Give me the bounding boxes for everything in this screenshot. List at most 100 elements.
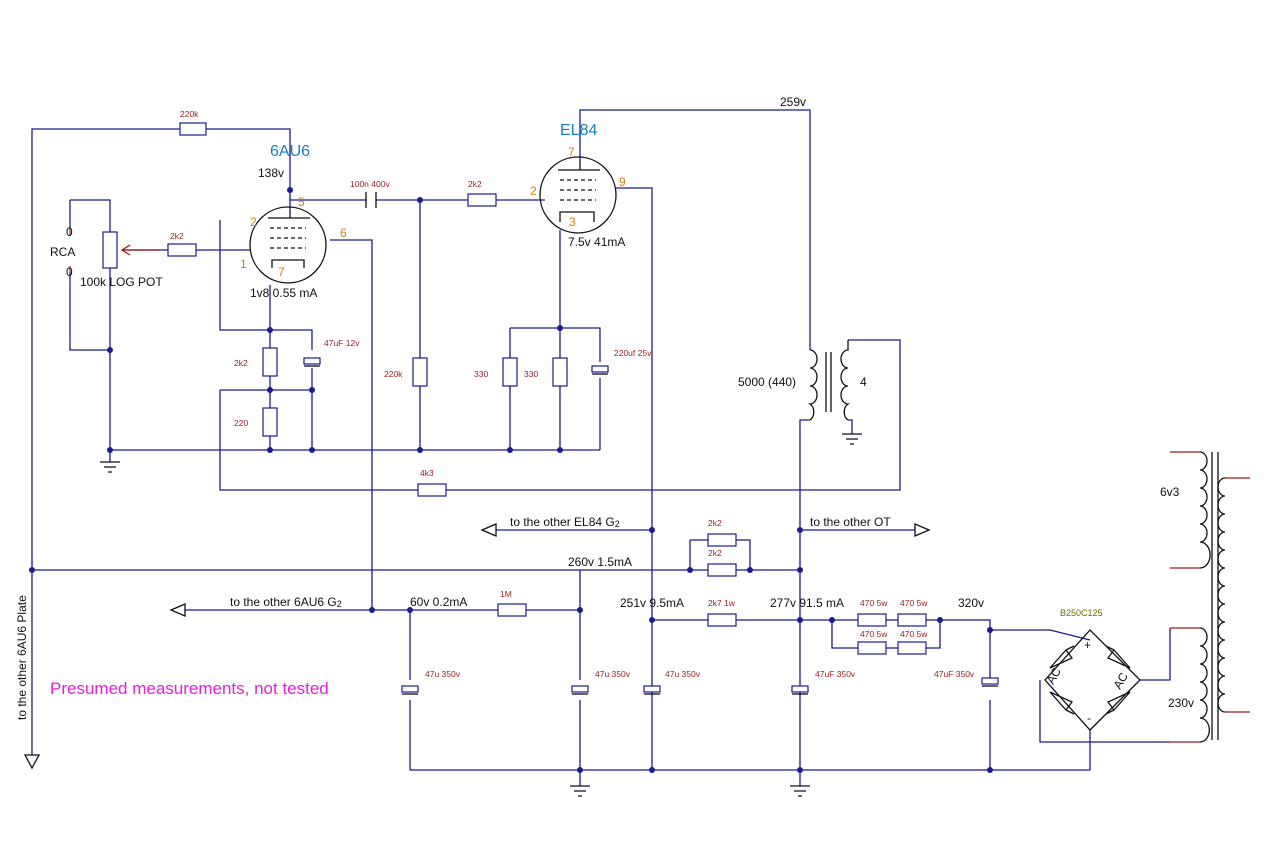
ground-icon [842, 433, 862, 445]
volume-pot [69, 228, 160, 272]
label-220-cathode: 220 [234, 418, 248, 428]
rail-60v: 60v 0.2mA [410, 595, 467, 609]
resistor-470-1 [857, 613, 887, 627]
v1-pin-plate: 5 [298, 195, 305, 209]
label-filter-1: 47u 350v [425, 669, 461, 679]
tube-label-6au6: 6AU6 [270, 143, 310, 160]
capacitor-filter-3 [643, 685, 661, 695]
resistor-2k2-screen-a [707, 533, 737, 547]
resistor-1M [497, 603, 527, 617]
capacitor-filter-5 [981, 677, 999, 687]
label-ot-primary: 5000 (440) [738, 375, 796, 389]
capacitor-220uf-25v [591, 365, 609, 375]
ground-icon [790, 785, 810, 797]
output-transformer [807, 340, 851, 421]
rail-251v: 251v 9.5mA [620, 596, 684, 610]
note-presumed: Presumed measurements, not tested [50, 679, 329, 698]
arrow-right-icon [914, 523, 931, 537]
v2-cathode-bias: 7.5v 41mA [568, 235, 625, 249]
ground-symbols [100, 433, 862, 797]
resistor-2k2-grid-v2 [467, 193, 497, 207]
tube-el84 [539, 156, 617, 234]
label-2k2-screen-b: 2k2 [708, 548, 722, 558]
capacitors [303, 192, 999, 695]
resistor-220-cathode [262, 407, 278, 437]
label-230v: 230v [1168, 696, 1194, 710]
rail-260v: 260v 1.5mA [568, 555, 632, 569]
label-330-a: 330 [474, 369, 488, 379]
label-220uf-25v: 220uf 25v [614, 348, 652, 358]
rca-pin-bottom: 0 [66, 265, 73, 279]
arrow-left-icon [480, 523, 497, 537]
label-ac-1: AC [1043, 665, 1064, 687]
label-2k2-cathode: 2k2 [234, 358, 248, 368]
label-rectifier: B250C125 [1060, 608, 1103, 618]
wires [31, 109, 1171, 786]
resistor-2k7 [707, 613, 737, 627]
arrow-left-icon [169, 603, 186, 617]
rail-277v: 277v 91.5 mA [770, 596, 844, 610]
resistor-2k2-screen-b [707, 563, 737, 577]
pot-label: 100k LOG POT [80, 275, 163, 289]
v1-plate-voltage: 138v [258, 166, 284, 180]
capacitor-47uf-12v [303, 357, 321, 367]
resistor-220k-feedback [179, 122, 207, 136]
rca-pin-top: 0 [66, 225, 73, 239]
label-other-6au6: to the other 6AU6 G2 [230, 595, 342, 609]
resistor-2k2-cathode [262, 347, 278, 377]
label-ot-secondary: 4 [860, 375, 867, 389]
v2-pin-cathode: 3 [569, 215, 576, 229]
arrow-down-icon [23, 754, 41, 770]
ground-icon [100, 461, 120, 473]
tube-label-el84: EL84 [560, 122, 597, 139]
label-filter-3: 47u 350v [665, 669, 701, 679]
tube-6au6 [249, 206, 327, 284]
resistor-330-a [502, 357, 518, 387]
labels: 6AU6 EL84 138v 1v8 0.55 mA 259v 7.5v 41m… [15, 95, 1194, 725]
v2-pin-plate: 7 [568, 145, 575, 159]
label-4k3: 4k3 [420, 468, 434, 478]
resistor-330-b [552, 357, 568, 387]
v1-cathode-bias: 1v8 0.55 mA [250, 286, 317, 300]
resistor-2k2-grid-v1 [167, 243, 197, 257]
resistor-470-3 [857, 641, 887, 655]
ground-icon [570, 785, 590, 797]
label-ac-2: AC [1110, 670, 1131, 692]
label-470-4: 470 5w [900, 629, 928, 639]
label-220k-grid-leak: 220k [384, 369, 403, 379]
label-470-1: 470 5w [860, 598, 888, 608]
v2-plate-voltage: 259v [780, 95, 806, 109]
label-470-3: 470 5w [860, 629, 888, 639]
capacitor-filter-1 [401, 685, 419, 695]
label-filter-4: 47uF 350v [815, 669, 856, 679]
label-2k2-grid-v2: 2k2 [468, 179, 482, 189]
label-2k2-grid-v1: 2k2 [170, 231, 184, 241]
v1-pin-grid: 2 [250, 215, 257, 229]
resistor-4k3 [417, 483, 447, 497]
resistor-470-4 [897, 641, 927, 655]
v1-pin-heater: 7 [278, 265, 285, 279]
label-470-2: 470 5w [900, 598, 928, 608]
capacitor-coupling [365, 192, 377, 208]
capacitor-filter-4 [791, 685, 809, 695]
v2-pin-screen: 9 [619, 175, 626, 189]
label-filter-5: 47uF 350v [934, 669, 975, 679]
label-other-el84: to the other EL84 G2 [510, 515, 620, 529]
label-1M: 1M [500, 589, 512, 599]
label-6v3: 6v3 [1160, 485, 1180, 499]
label-2k2-screen-a: 2k2 [708, 518, 722, 528]
label-plus: + [1084, 638, 1091, 652]
label-220k-feedback: 220k [180, 109, 199, 119]
resistors [167, 122, 927, 655]
rail-320v: 320v [958, 596, 984, 610]
label-330-b: 330 [524, 369, 538, 379]
label-minus: - [1087, 711, 1091, 725]
v2-pin-grid: 2 [530, 184, 537, 198]
resistor-470-2 [897, 613, 927, 627]
connector-arrows [23, 523, 931, 770]
power-transformer [1170, 451, 1250, 743]
resistor-220k-grid-leak [412, 357, 428, 387]
label-other-plate: to the other 6AU6 Plate [15, 595, 29, 720]
label-filter-2: 47u 350v [595, 669, 631, 679]
